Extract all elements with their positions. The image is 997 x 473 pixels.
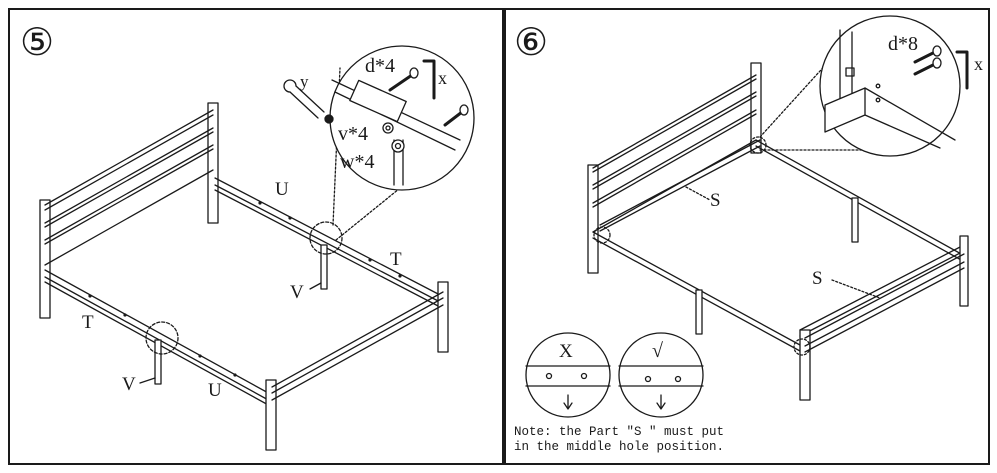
bolt-label-6: d*8	[888, 33, 918, 55]
allen-key-icon	[422, 59, 436, 100]
step-6-number: ⑥	[514, 20, 548, 64]
nut-washer-icon	[382, 122, 405, 153]
label-T-front: T	[82, 312, 94, 333]
bracket-detail	[331, 79, 461, 186]
label-V-front: V	[122, 374, 136, 395]
bolt-icon	[388, 67, 469, 127]
bed-frame-step5	[39, 102, 449, 451]
wrong-mark: X	[559, 341, 573, 362]
key-label-5: x	[438, 68, 447, 88]
allen-key-icon	[955, 50, 969, 90]
note-line-2: in the middle hole position.	[514, 440, 725, 454]
wrench-icon	[283, 79, 334, 124]
correct-mark: √	[652, 340, 663, 362]
bed-frame-step6	[587, 62, 969, 401]
note-line-1: Note: the Part "S " must put	[514, 425, 725, 439]
step-5-number: ⑤	[20, 20, 54, 64]
label-V-back: V	[290, 282, 304, 303]
wrong-position-inset	[525, 332, 611, 418]
bolt-label-5: d*4	[365, 55, 395, 77]
label-U-back: U	[275, 179, 289, 200]
key-label-6: x	[974, 54, 983, 74]
label-T-back: T	[390, 249, 402, 270]
corner-detail	[824, 29, 956, 149]
label-U-front: U	[208, 380, 222, 401]
label-S-back: S	[710, 190, 721, 211]
right-position-inset	[618, 332, 704, 418]
callout-step6	[819, 15, 961, 157]
label-S-front: S	[812, 268, 823, 289]
wrench-label: y	[300, 72, 309, 91]
washer-label: w*4	[340, 151, 374, 173]
bolt-icon	[913, 45, 942, 76]
nut-label: v*4	[338, 123, 368, 145]
